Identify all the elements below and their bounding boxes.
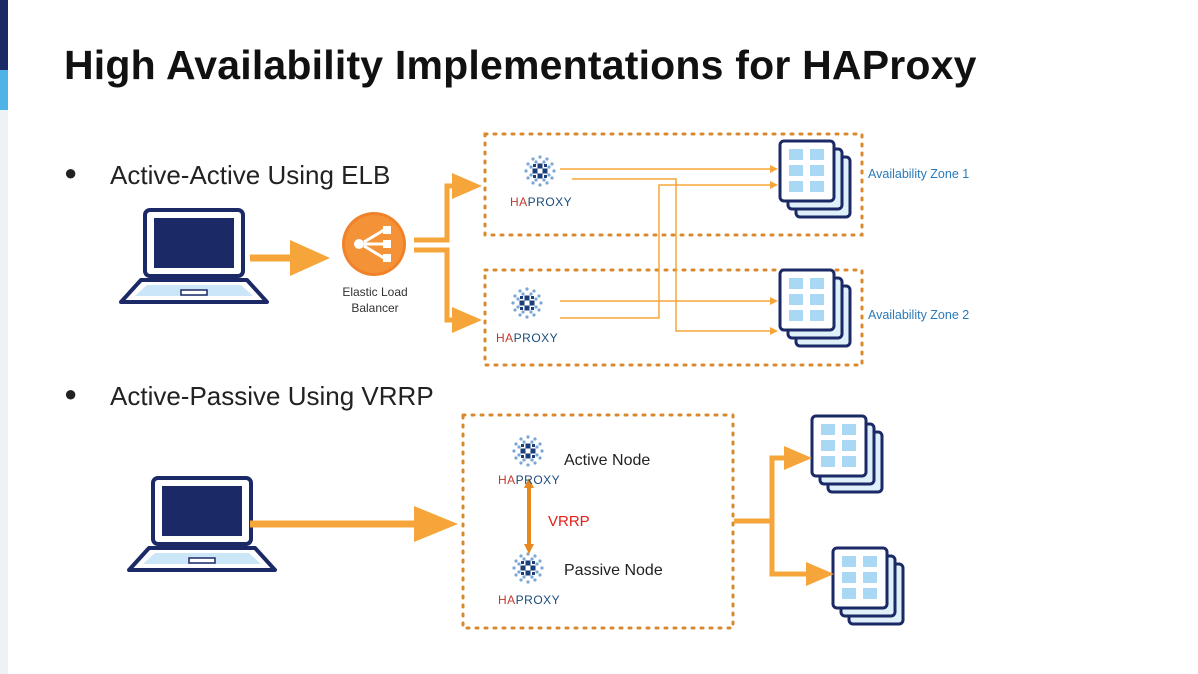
bullet-text: Active-Passive Using VRRP — [110, 381, 434, 411]
elb-label: Elastic Load Balancer — [334, 284, 416, 316]
server-stack-icon — [778, 139, 852, 219]
haproxy-wordmark: HAPROXY — [510, 195, 572, 209]
accent-bar-dark — [0, 0, 8, 70]
zone-2-box — [483, 268, 864, 367]
arrow-elb-to-zone2 — [414, 247, 482, 333]
passive-node-label: Passive Node — [564, 562, 663, 579]
zone-2-label: Availability Zone 2 — [868, 308, 970, 322]
haproxy-wordmark: HAPROXY — [498, 473, 560, 487]
server-stack-icon — [831, 546, 905, 626]
haproxy-logo-icon — [510, 286, 544, 320]
haproxy-prefix: HA — [496, 331, 514, 345]
arrow-to-cluster — [250, 506, 458, 542]
haproxy-wordmark: HAPROXY — [498, 593, 560, 607]
arrow-to-elb — [250, 240, 330, 276]
haproxy-prefix: HA — [498, 593, 516, 607]
haproxy-logo-icon — [511, 551, 545, 585]
vrrp-cluster-box — [461, 413, 735, 630]
zone-1-box — [483, 132, 864, 237]
haproxy-server-links — [560, 165, 778, 335]
page-title: High Availability Implementations for HA… — [64, 42, 977, 88]
bullet-dot: ● — [64, 381, 78, 406]
server-stack-icon — [778, 268, 852, 348]
vrrp-link — [524, 478, 534, 554]
haproxy-wordmark: HAPROXY — [496, 331, 558, 345]
arrow-cluster-to-servers — [734, 446, 834, 586]
haproxy-prefix: HA — [510, 195, 528, 209]
elb-icon — [342, 212, 406, 276]
haproxy-logo-icon — [523, 154, 557, 188]
accent-bar-light — [0, 70, 8, 110]
arrow-elb-to-zone1 — [414, 173, 482, 243]
haproxy-suffix: PROXY — [515, 473, 561, 487]
haproxy-suffix: PROXY — [515, 593, 561, 607]
accent-bar-rest — [0, 110, 8, 674]
bullet-dot: ● — [64, 160, 78, 185]
haproxy-suffix: PROXY — [527, 195, 573, 209]
zone-1-label: Availability Zone 1 — [868, 167, 970, 181]
elb-label-line2: Balancer — [351, 301, 399, 315]
bullet-text: Active-Active Using ELB — [110, 160, 391, 190]
server-stack-icon — [810, 414, 884, 494]
haproxy-suffix: PROXY — [513, 331, 559, 345]
vrrp-label: VRRP — [548, 513, 590, 530]
elb-label-line1: Elastic Load — [342, 285, 408, 299]
active-node-label: Active Node — [564, 452, 651, 469]
laptop-icon — [119, 208, 269, 304]
haproxy-prefix: HA — [498, 473, 516, 487]
haproxy-logo-icon — [511, 434, 545, 468]
